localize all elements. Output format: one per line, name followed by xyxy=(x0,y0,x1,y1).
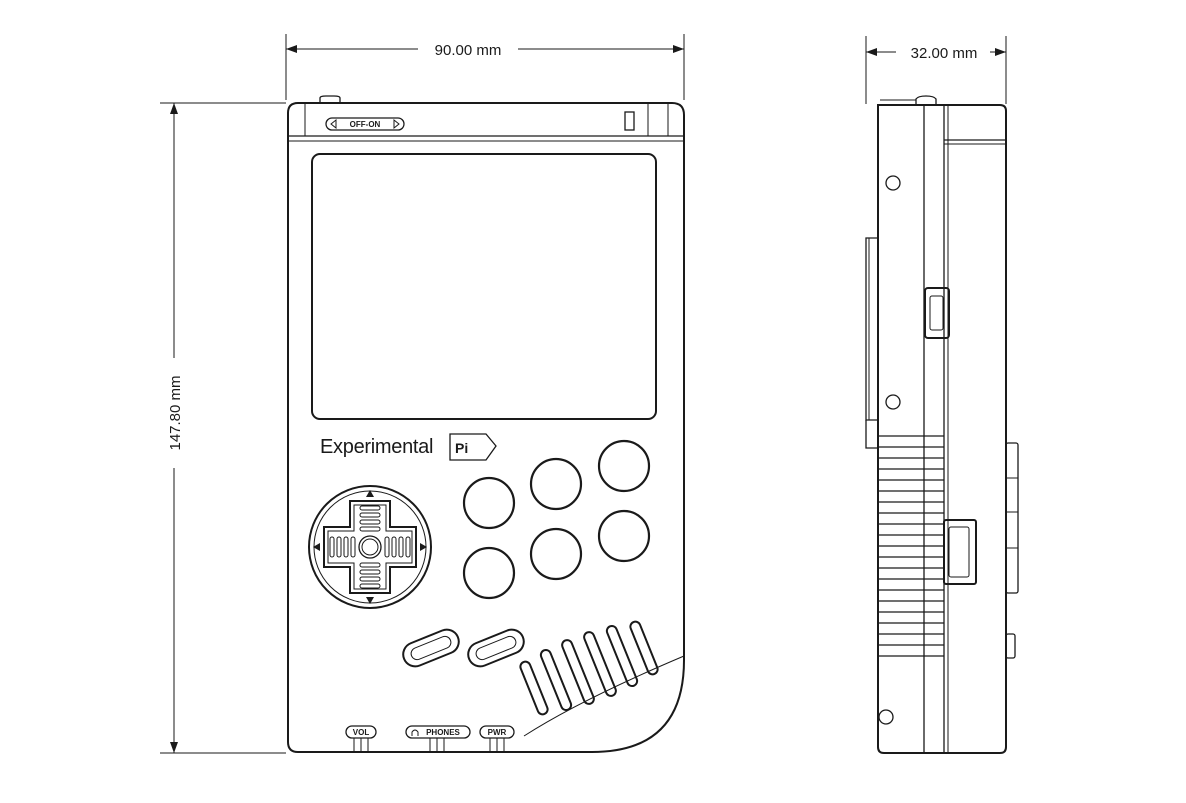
action-button-2[interactable] xyxy=(529,457,583,511)
action-button-1[interactable] xyxy=(462,476,516,530)
vol-port[interactable]: VOL xyxy=(345,725,377,752)
action-button-3[interactable] xyxy=(597,439,651,493)
side-buttons[interactable] xyxy=(1005,442,1019,659)
brand-logo: Experimental Pi xyxy=(320,433,497,461)
brand-pi: Pi xyxy=(455,440,468,456)
usb-a-port[interactable] xyxy=(943,519,977,585)
micro-usb-port[interactable] xyxy=(924,287,950,339)
screen xyxy=(311,153,657,420)
height-dimension: 147.80 mm xyxy=(160,102,286,754)
side-view xyxy=(865,95,1019,754)
dpad[interactable] xyxy=(308,485,432,609)
width-dimension: 90.00 mm xyxy=(285,34,685,100)
action-button-6[interactable] xyxy=(597,509,651,563)
front-view: OFF-ON Experimental Pi xyxy=(287,95,685,753)
depth-dimension-label: 32.00 mm xyxy=(911,45,978,62)
action-button-4[interactable] xyxy=(462,546,516,600)
phones-label: PHONES xyxy=(426,728,460,737)
brand-name: Experimental xyxy=(320,436,433,458)
action-button-5[interactable] xyxy=(529,527,583,581)
vent-slats xyxy=(878,435,944,657)
power-led xyxy=(624,111,635,131)
select-button[interactable] xyxy=(400,626,463,670)
power-switch-label-badge xyxy=(325,117,405,131)
phones-port[interactable]: PHONES xyxy=(405,725,471,752)
start-button[interactable] xyxy=(465,626,528,670)
width-dimension-label: 90.00 mm xyxy=(435,42,502,59)
pwr-port[interactable]: PWR xyxy=(479,725,515,752)
speaker-grille xyxy=(519,620,659,716)
vol-label: VOL xyxy=(353,728,370,737)
depth-dimension: 32.00 mm xyxy=(865,36,1007,104)
pwr-label: PWR xyxy=(488,728,507,737)
height-dimension-label: 147.80 mm xyxy=(167,375,184,450)
power-switch-label: OFF-ON xyxy=(350,120,381,129)
